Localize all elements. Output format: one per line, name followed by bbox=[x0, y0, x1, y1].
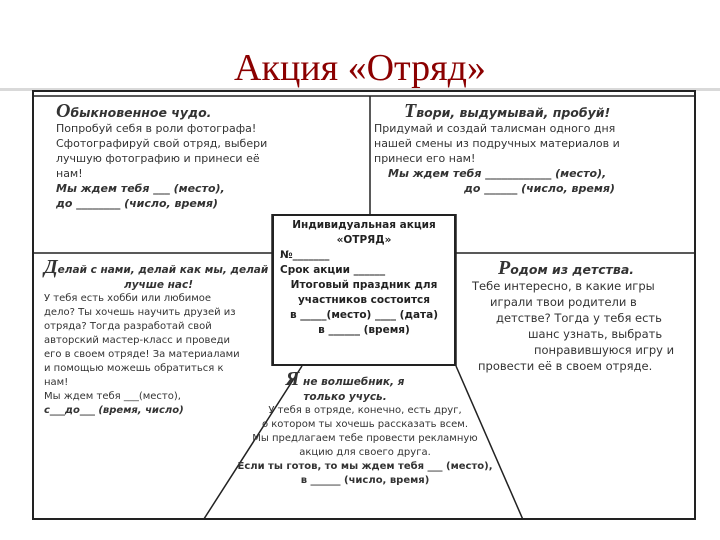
text-line: нашей смены из подручных материалов и bbox=[374, 137, 620, 150]
text-line: шанс узнать, выбрать bbox=[528, 327, 663, 341]
text-line: в _____(место) ____ (дата) bbox=[289, 309, 439, 321]
text-line: У тебя в отряде, конечно, есть друг, bbox=[268, 405, 462, 416]
text-line: играли твои родители в bbox=[490, 295, 637, 309]
text-line: и помощью можешь обратиться к bbox=[44, 363, 224, 374]
section-mascot-heading: Твори, выдумывай, пробуй! bbox=[404, 100, 611, 122]
text-line: о котором ты хочешь рассказать всем. bbox=[261, 419, 469, 430]
text-line: №_______ bbox=[280, 249, 330, 261]
title-divider bbox=[0, 88, 720, 91]
slide-title: Акция «Отряд» bbox=[234, 47, 486, 89]
text-line: Если ты готов, то мы ждем тебя ___ (мест… bbox=[237, 461, 493, 472]
text-line: лучшую фотографию и принеси её bbox=[56, 152, 260, 165]
text-line: детстве? Тогда у тебя есть bbox=[496, 311, 662, 325]
text-line: Мы ждем тебя ___(место), bbox=[44, 391, 181, 402]
center-card: Индивидуальная акция «ОТРЯД» №_______ Ср… bbox=[272, 214, 456, 366]
text-line: Индивидуальная акция bbox=[292, 219, 436, 231]
text-line: Сфотографируй свой отряд, выбери bbox=[56, 137, 268, 150]
text-line: Попробуй себя в роли фотографа! bbox=[56, 122, 257, 135]
text-line: до ________ (число, время) bbox=[56, 197, 218, 210]
text-line: отряда? Тогда разработай свой bbox=[44, 321, 212, 332]
text-line: в ______ (время) bbox=[318, 324, 410, 336]
text-line: У тебя есть хобби или любимое bbox=[44, 293, 212, 304]
text-line: его в своем отряде! За материалами bbox=[44, 349, 240, 360]
text-line: Тебе интересно, в какие игры bbox=[472, 279, 655, 293]
text-line: понравившуюся игру и bbox=[534, 343, 675, 357]
text-line: Мы предлагаем тебе провести рекламную bbox=[252, 433, 478, 444]
text-line: акцию для своего друга. bbox=[299, 447, 431, 458]
text-line: дело? Ты хочешь научить друзей из bbox=[44, 307, 236, 318]
text-line: до ______ (число, время) bbox=[464, 182, 615, 195]
section-friend: Я не волшебник, я только учусь. У тебя в… bbox=[220, 368, 510, 488]
text-line: Придумай и создай талисман одного дня bbox=[374, 122, 616, 135]
section-mascot: Твори, выдумывай, пробуй! Придумай и соз… bbox=[374, 100, 694, 196]
leaflet-frame: Обыкновенное чудо. Попробуй себя в роли … bbox=[32, 90, 696, 520]
text-line: провести её в своем отряде. bbox=[478, 359, 653, 373]
section-photo: Обыкновенное чудо. Попробуй себя в роли … bbox=[56, 100, 356, 211]
text-line: Итоговый праздник для bbox=[290, 279, 438, 291]
text-line: участников состоится bbox=[297, 294, 431, 306]
section-masterclass-heading: Делай с нами, делай как мы, делай bbox=[44, 256, 269, 278]
text-line: принеси его нам! bbox=[374, 152, 476, 165]
section-childhood-heading: Родом из детства. bbox=[498, 257, 634, 279]
text-line: Мы ждем тебя ___ (место), bbox=[56, 182, 225, 195]
text-line: лучше нас! bbox=[124, 279, 194, 291]
text-line: с___до___ (время, число) bbox=[44, 405, 184, 416]
text-line: Мы ждем тебя ____________ (место), bbox=[388, 167, 607, 180]
section-friend-heading: Я не волшебник, я bbox=[285, 368, 405, 390]
text-line: только учусь. bbox=[303, 391, 387, 403]
text-line: авторский мастер-класс и проведи bbox=[44, 335, 231, 346]
text-line: Срок акции ______ bbox=[280, 264, 386, 276]
text-line: в ______ (число, время) bbox=[300, 475, 430, 486]
text-line: нам! bbox=[56, 167, 83, 180]
text-line: «ОТРЯД» bbox=[336, 234, 392, 246]
text-line: нам! bbox=[44, 377, 69, 388]
section-photo-heading: Обыкновенное чудо. bbox=[56, 100, 212, 122]
section-masterclass: Делай с нами, делай как мы, делай лучше … bbox=[44, 256, 270, 418]
section-childhood: Родом из детства. Тебе интересно, в каки… bbox=[464, 257, 694, 374]
